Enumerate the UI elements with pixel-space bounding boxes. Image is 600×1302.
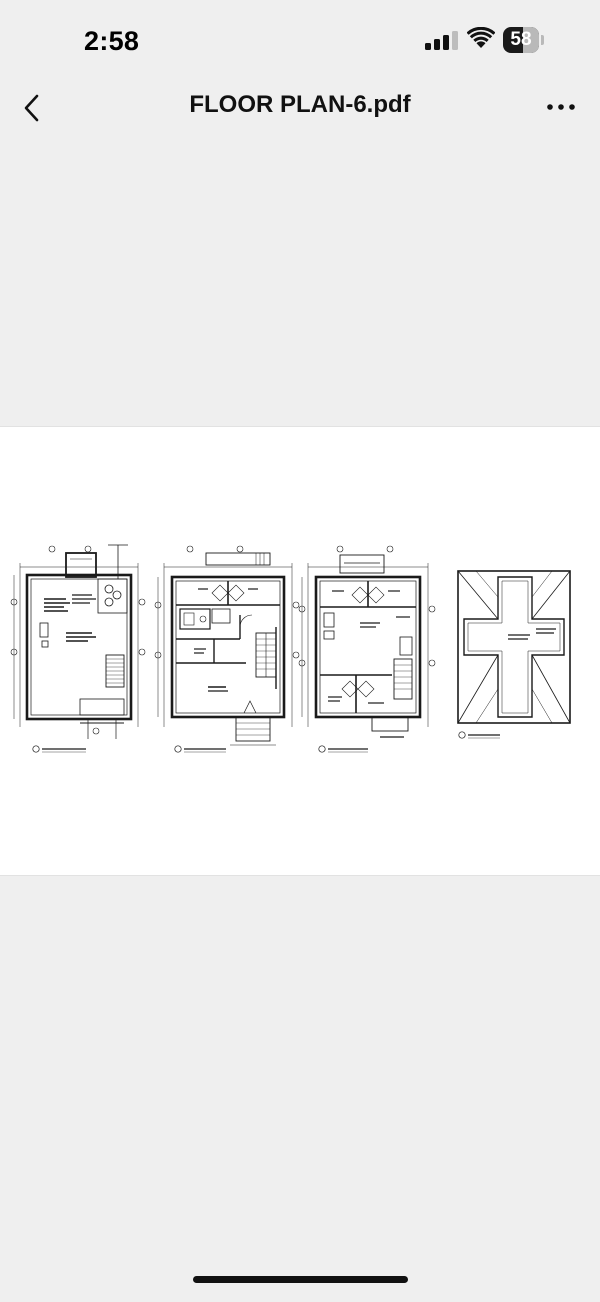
pdf-page[interactable]	[0, 426, 600, 876]
document-title: FLOOR PLAN-6.pdf	[189, 91, 411, 118]
cellular-signal-icon	[425, 31, 458, 50]
second-floor-plan	[298, 545, 436, 753]
navigation-bar: FLOOR PLAN-6.pdf	[0, 80, 600, 136]
battery-empty-portion	[523, 27, 539, 53]
battery-indicator: 58	[503, 27, 545, 53]
home-indicator[interactable]	[193, 1276, 408, 1283]
more-options-button[interactable]	[544, 94, 578, 120]
cellar-floor-plan	[10, 544, 146, 753]
battery-body: 58	[503, 27, 539, 53]
battery-level: 58	[510, 29, 532, 50]
status-bar: 2:58 58	[0, 0, 600, 80]
chevron-left-icon	[24, 94, 39, 122]
wifi-icon	[467, 27, 495, 48]
floor-plan-drawing	[10, 544, 571, 753]
first-floor-plan	[154, 545, 300, 753]
attic-plan	[457, 570, 571, 739]
ellipsis-icon	[547, 104, 575, 110]
back-button[interactable]	[14, 88, 50, 128]
status-time: 2:58	[84, 26, 140, 56]
battery-tip	[541, 35, 544, 45]
